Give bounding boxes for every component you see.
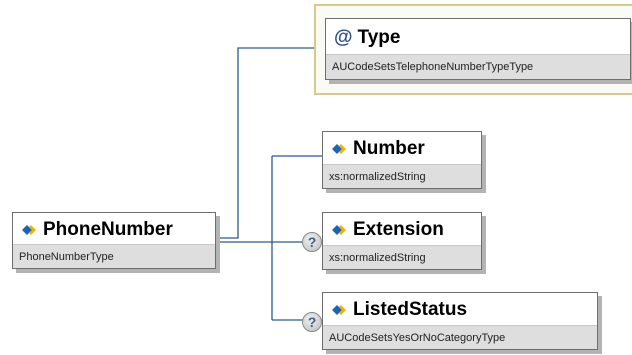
attribute-node-type[interactable]: @ Type AUCodeSetsTelephoneNumberTypeType — [325, 18, 631, 80]
element-diamond-icon — [332, 144, 346, 154]
element-diamond-icon — [332, 225, 346, 235]
element-type: xs:normalizedString — [329, 170, 426, 183]
element-type: xs:normalizedString — [329, 251, 426, 264]
element-node-phonenumber[interactable]: PhoneNumber PhoneNumberType — [12, 212, 216, 269]
attribute-at-icon: @ — [334, 26, 353, 48]
element-diamond-icon — [332, 305, 346, 315]
element-type: AUCodeSetsYesOrNoCategoryType — [329, 331, 506, 344]
element-node-listedstatus[interactable]: ListedStatus AUCodeSetsYesOrNoCategoryTy… — [322, 292, 598, 350]
element-type: PhoneNumberType — [19, 250, 114, 263]
element-name: ListedStatus — [353, 299, 468, 320]
element-node-number[interactable]: Number xs:normalizedString — [322, 131, 482, 189]
element-name: PhoneNumber — [43, 218, 173, 240]
element-node-extension[interactable]: Extension xs:normalizedString — [322, 212, 482, 270]
optional-question-icon: ? — [302, 312, 322, 332]
element-diamond-icon — [22, 224, 36, 235]
attribute-type: AUCodeSetsTelephoneNumberTypeType — [332, 61, 534, 73]
optional-question-icon: ? — [302, 232, 322, 252]
element-name: Extension — [353, 219, 444, 240]
element-name: Number — [353, 138, 425, 159]
connector-root-to-attribute — [216, 47, 314, 239]
attribute-name: Type — [357, 26, 401, 48]
